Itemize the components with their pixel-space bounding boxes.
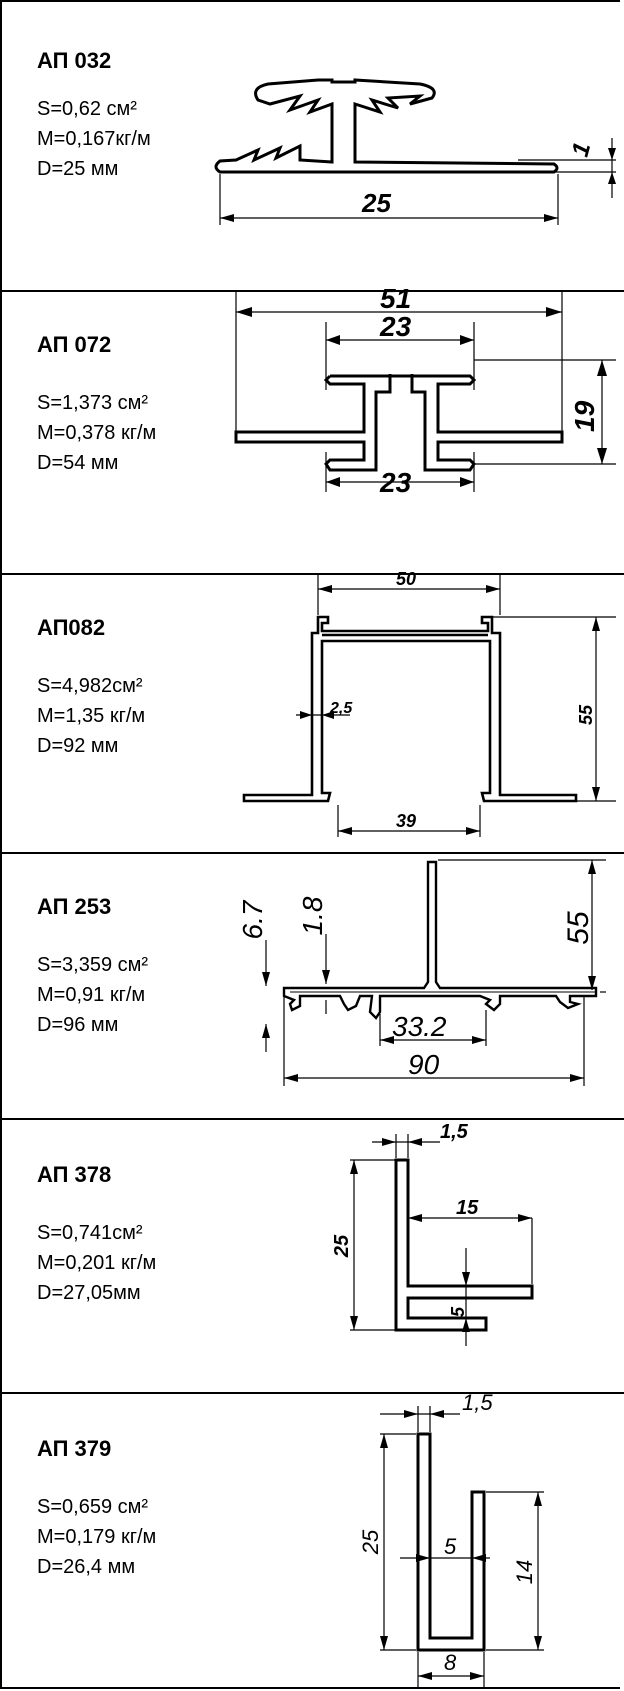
row-divider <box>0 290 624 292</box>
profile-specs: АП 032 S=0,62 см² M=0,167кг/м D=25 мм <box>37 48 151 184</box>
profile-row-082: АП082 S=4,982см² M=1,35 кг/м D=92 мм <box>0 569 624 852</box>
dim-height: 55 <box>576 704 596 725</box>
profile-specs: АП 379 S=0,659 см² M=0,179 кг/м D=26,4 м… <box>37 1436 156 1582</box>
row-divider <box>0 852 624 854</box>
profile-area: S=3,359 см² <box>37 954 149 976</box>
profile-mass: M=0,201 кг/м <box>37 1252 157 1274</box>
profile-code: АП 379 <box>37 1436 112 1461</box>
profile-mass: M=1,35 кг/м <box>37 705 146 727</box>
dim-height: 19 <box>569 400 600 432</box>
profile-row-378: АП 378 S=0,741см² M=0,201 кг/м D=27,05мм… <box>0 1120 624 1392</box>
profile-diameter: D=26,4 мм <box>37 1556 136 1578</box>
dim-wall: 1,5 <box>440 1121 469 1143</box>
dim-top: 50 <box>396 569 416 589</box>
profile-row-253: АП 253 S=3,359 см² M=0,91 кг/м D=96 мм <box>0 854 624 1118</box>
profile-code: АП 072 <box>37 332 112 357</box>
dim-h2: 1.8 <box>297 896 328 935</box>
profile-specs: АП 072 S=1,373 см² M=0,378 кг/м D=54 мм <box>37 332 156 478</box>
profile-drawing-072: 51 23 19 23 <box>234 283 616 498</box>
profile-drawing-378: 1,5 25 15 5 <box>331 1121 534 1346</box>
dim-wall: 1,5 <box>462 1390 493 1415</box>
profile-code: АП 253 <box>37 894 112 919</box>
profile-diameter: D=96 мм <box>37 1014 119 1036</box>
dim-width: 90 <box>408 1049 440 1080</box>
dim-height: 55 <box>562 911 595 945</box>
profile-mass: M=0,378 кг/м <box>37 422 157 444</box>
dim-total: 51 <box>380 283 411 314</box>
profile-code: АП 378 <box>37 1162 112 1187</box>
profile-mass: M=0,179 кг/м <box>37 1526 157 1548</box>
profile-mass: M=0,167кг/м <box>37 128 151 150</box>
dim-base: 39 <box>396 811 416 831</box>
profile-diameter: D=27,05мм <box>37 1282 141 1304</box>
dim-thickness: 1 <box>567 140 597 160</box>
dim-inner: 33.2 <box>392 1011 447 1042</box>
dim-base: 8 <box>444 1650 457 1675</box>
profile-diameter: D=54 мм <box>37 452 119 474</box>
dim-top: 23 <box>379 311 412 342</box>
profile-area: S=0,659 см² <box>37 1496 149 1518</box>
dim-height: 25 <box>358 1529 383 1555</box>
profile-diameter: D=92 мм <box>37 735 119 757</box>
profile-specs: АП 378 S=0,741см² M=0,201 кг/м D=27,05мм <box>37 1162 156 1308</box>
profile-drawing-032: 1 25 <box>214 78 616 225</box>
profile-drawing-253: 6.7 1.8 55 33.2 90 <box>237 859 606 1086</box>
dim-gap: 5 <box>448 1306 468 1317</box>
profile-drawing-082: 50 55 2,5 39 <box>242 569 616 837</box>
dim-gap: 5 <box>444 1534 457 1559</box>
profile-diameter: D=25 мм <box>37 158 119 180</box>
profile-specs: АП082 S=4,982см² M=1,35 кг/м D=92 мм <box>37 615 145 761</box>
dim-wall: 2,5 <box>329 700 353 717</box>
row-divider <box>0 573 624 575</box>
profile-code: АП 032 <box>37 48 112 73</box>
profile-area: S=4,982см² <box>37 675 143 697</box>
dim-height: 25 <box>331 1234 353 1258</box>
profile-code: АП082 <box>37 615 106 640</box>
row-divider <box>0 1392 624 1394</box>
profile-area: S=1,373 см² <box>37 392 149 414</box>
dim-flange: 15 <box>456 1197 479 1219</box>
dim-lip: 14 <box>512 1560 537 1584</box>
profile-area: S=0,741см² <box>37 1222 143 1244</box>
profile-row-379: АП 379 S=0,659 см² M=0,179 кг/м D=26,4 м… <box>0 1390 624 1689</box>
profile-drawing-379: 1,5 25 5 14 8 <box>358 1390 544 1688</box>
row-divider <box>0 1118 624 1120</box>
profile-area: S=0,62 см² <box>37 98 137 120</box>
profile-row-072: АП 072 S=1,373 см² M=0,378 кг/м D=54 мм <box>0 283 624 573</box>
dim-h1: 6.7 <box>237 899 268 939</box>
profile-specs: АП 253 S=3,359 см² M=0,91 кг/м D=96 мм <box>37 894 148 1040</box>
dim-bottom: 23 <box>379 467 412 498</box>
profile-mass: M=0,91 кг/м <box>37 984 146 1006</box>
dim-width: 25 <box>361 188 391 218</box>
profile-row-032: АП 032 S=0,62 см² M=0,167кг/м D=25 мм 1 … <box>0 0 624 290</box>
